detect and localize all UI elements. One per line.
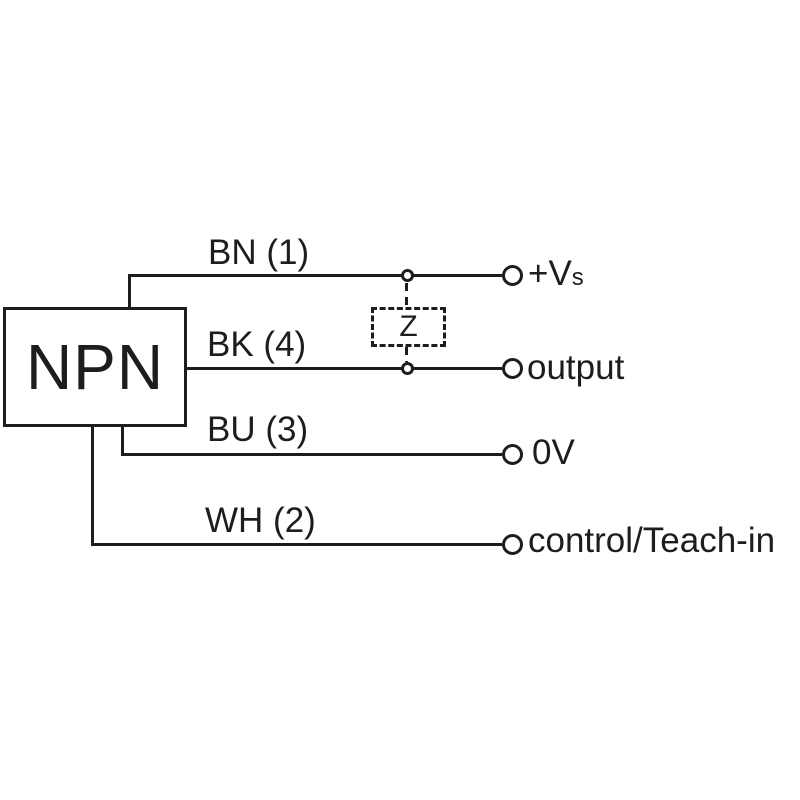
wire-bn-line [128,274,502,277]
device-box: NPN [3,307,187,427]
wire-bk-line [185,367,502,370]
wire-wh-riser [91,426,94,546]
terminal-circle-0v [502,444,523,465]
wire-label-wh: WH (2) [205,501,316,540]
wire-bn-riser [128,274,131,310]
terminal-circle-control [502,534,523,555]
impedance-dashed-connector-top [405,283,408,307]
impedance-box: Z [371,307,446,347]
terminal-label-output: output [527,348,625,387]
terminal-circle-vs [502,265,523,286]
device-label: NPN [25,331,165,403]
wire-label-bu: BU (3) [207,410,309,449]
impedance-label: Z [399,310,418,343]
wire-wh-line [91,543,502,546]
junction-dot-bn [401,269,414,282]
wire-bu-line [121,453,502,456]
terminal-label-control: control/Teach-in [528,521,776,560]
terminal-label-vs-base: +V [528,254,572,293]
wire-bu-riser [121,426,124,456]
terminal-label-vs: +Vs [528,256,584,295]
wire-label-bn: BN (1) [208,233,310,272]
wire-label-bk: BK (4) [207,325,307,364]
junction-dot-bk [401,362,414,375]
impedance-dashed-connector-bottom [405,347,408,362]
terminal-label-vs-sub: s [571,264,584,291]
terminal-circle-output [502,358,523,379]
terminal-label-0v: 0V [532,433,575,472]
